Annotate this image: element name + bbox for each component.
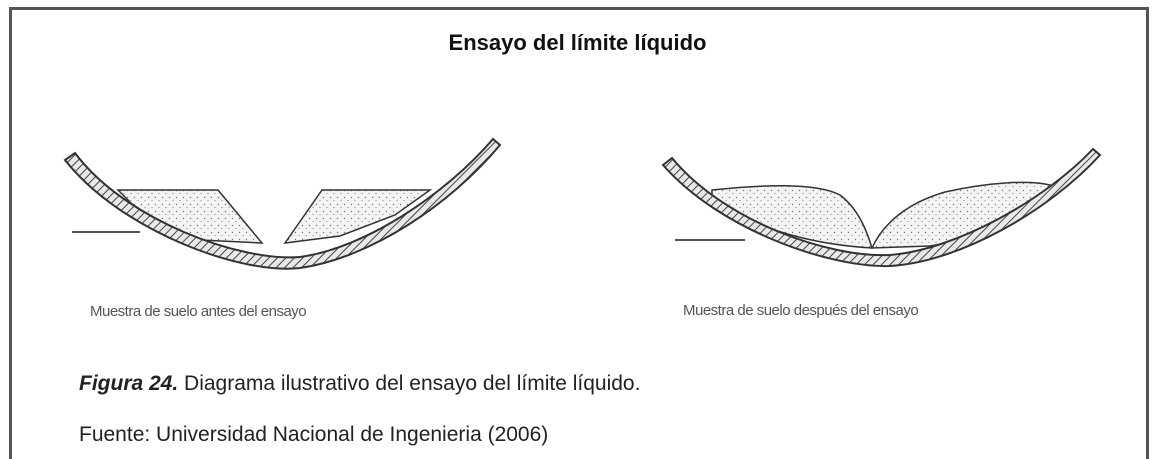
cup-bowl-before bbox=[63, 137, 502, 270]
figure-caption-number: Figura 24. bbox=[79, 372, 179, 395]
soil-sample-before-right bbox=[283, 189, 433, 244]
label-after-test: Muestra de suelo después del ensayo bbox=[683, 302, 919, 319]
figure-title: Ensayo del límite líquido bbox=[448, 30, 707, 55]
label-before-test: Muestra de suelo antes del ensayo bbox=[90, 303, 307, 320]
cup-before bbox=[63, 137, 502, 270]
frame-border-top bbox=[9, 7, 1149, 10]
cup-bowl-after bbox=[661, 147, 1102, 268]
figure-caption-text: Diagrama ilustrativo del ensayo del lími… bbox=[178, 372, 641, 395]
figure-source: Fuente: Universidad Nacional de Ingenier… bbox=[79, 423, 549, 446]
frame-border-right bbox=[1146, 7, 1149, 459]
cup-after bbox=[661, 147, 1102, 268]
figure-caption: Figura 24. Diagrama ilustrativo del ensa… bbox=[79, 372, 640, 396]
frame-border-left bbox=[9, 7, 12, 459]
